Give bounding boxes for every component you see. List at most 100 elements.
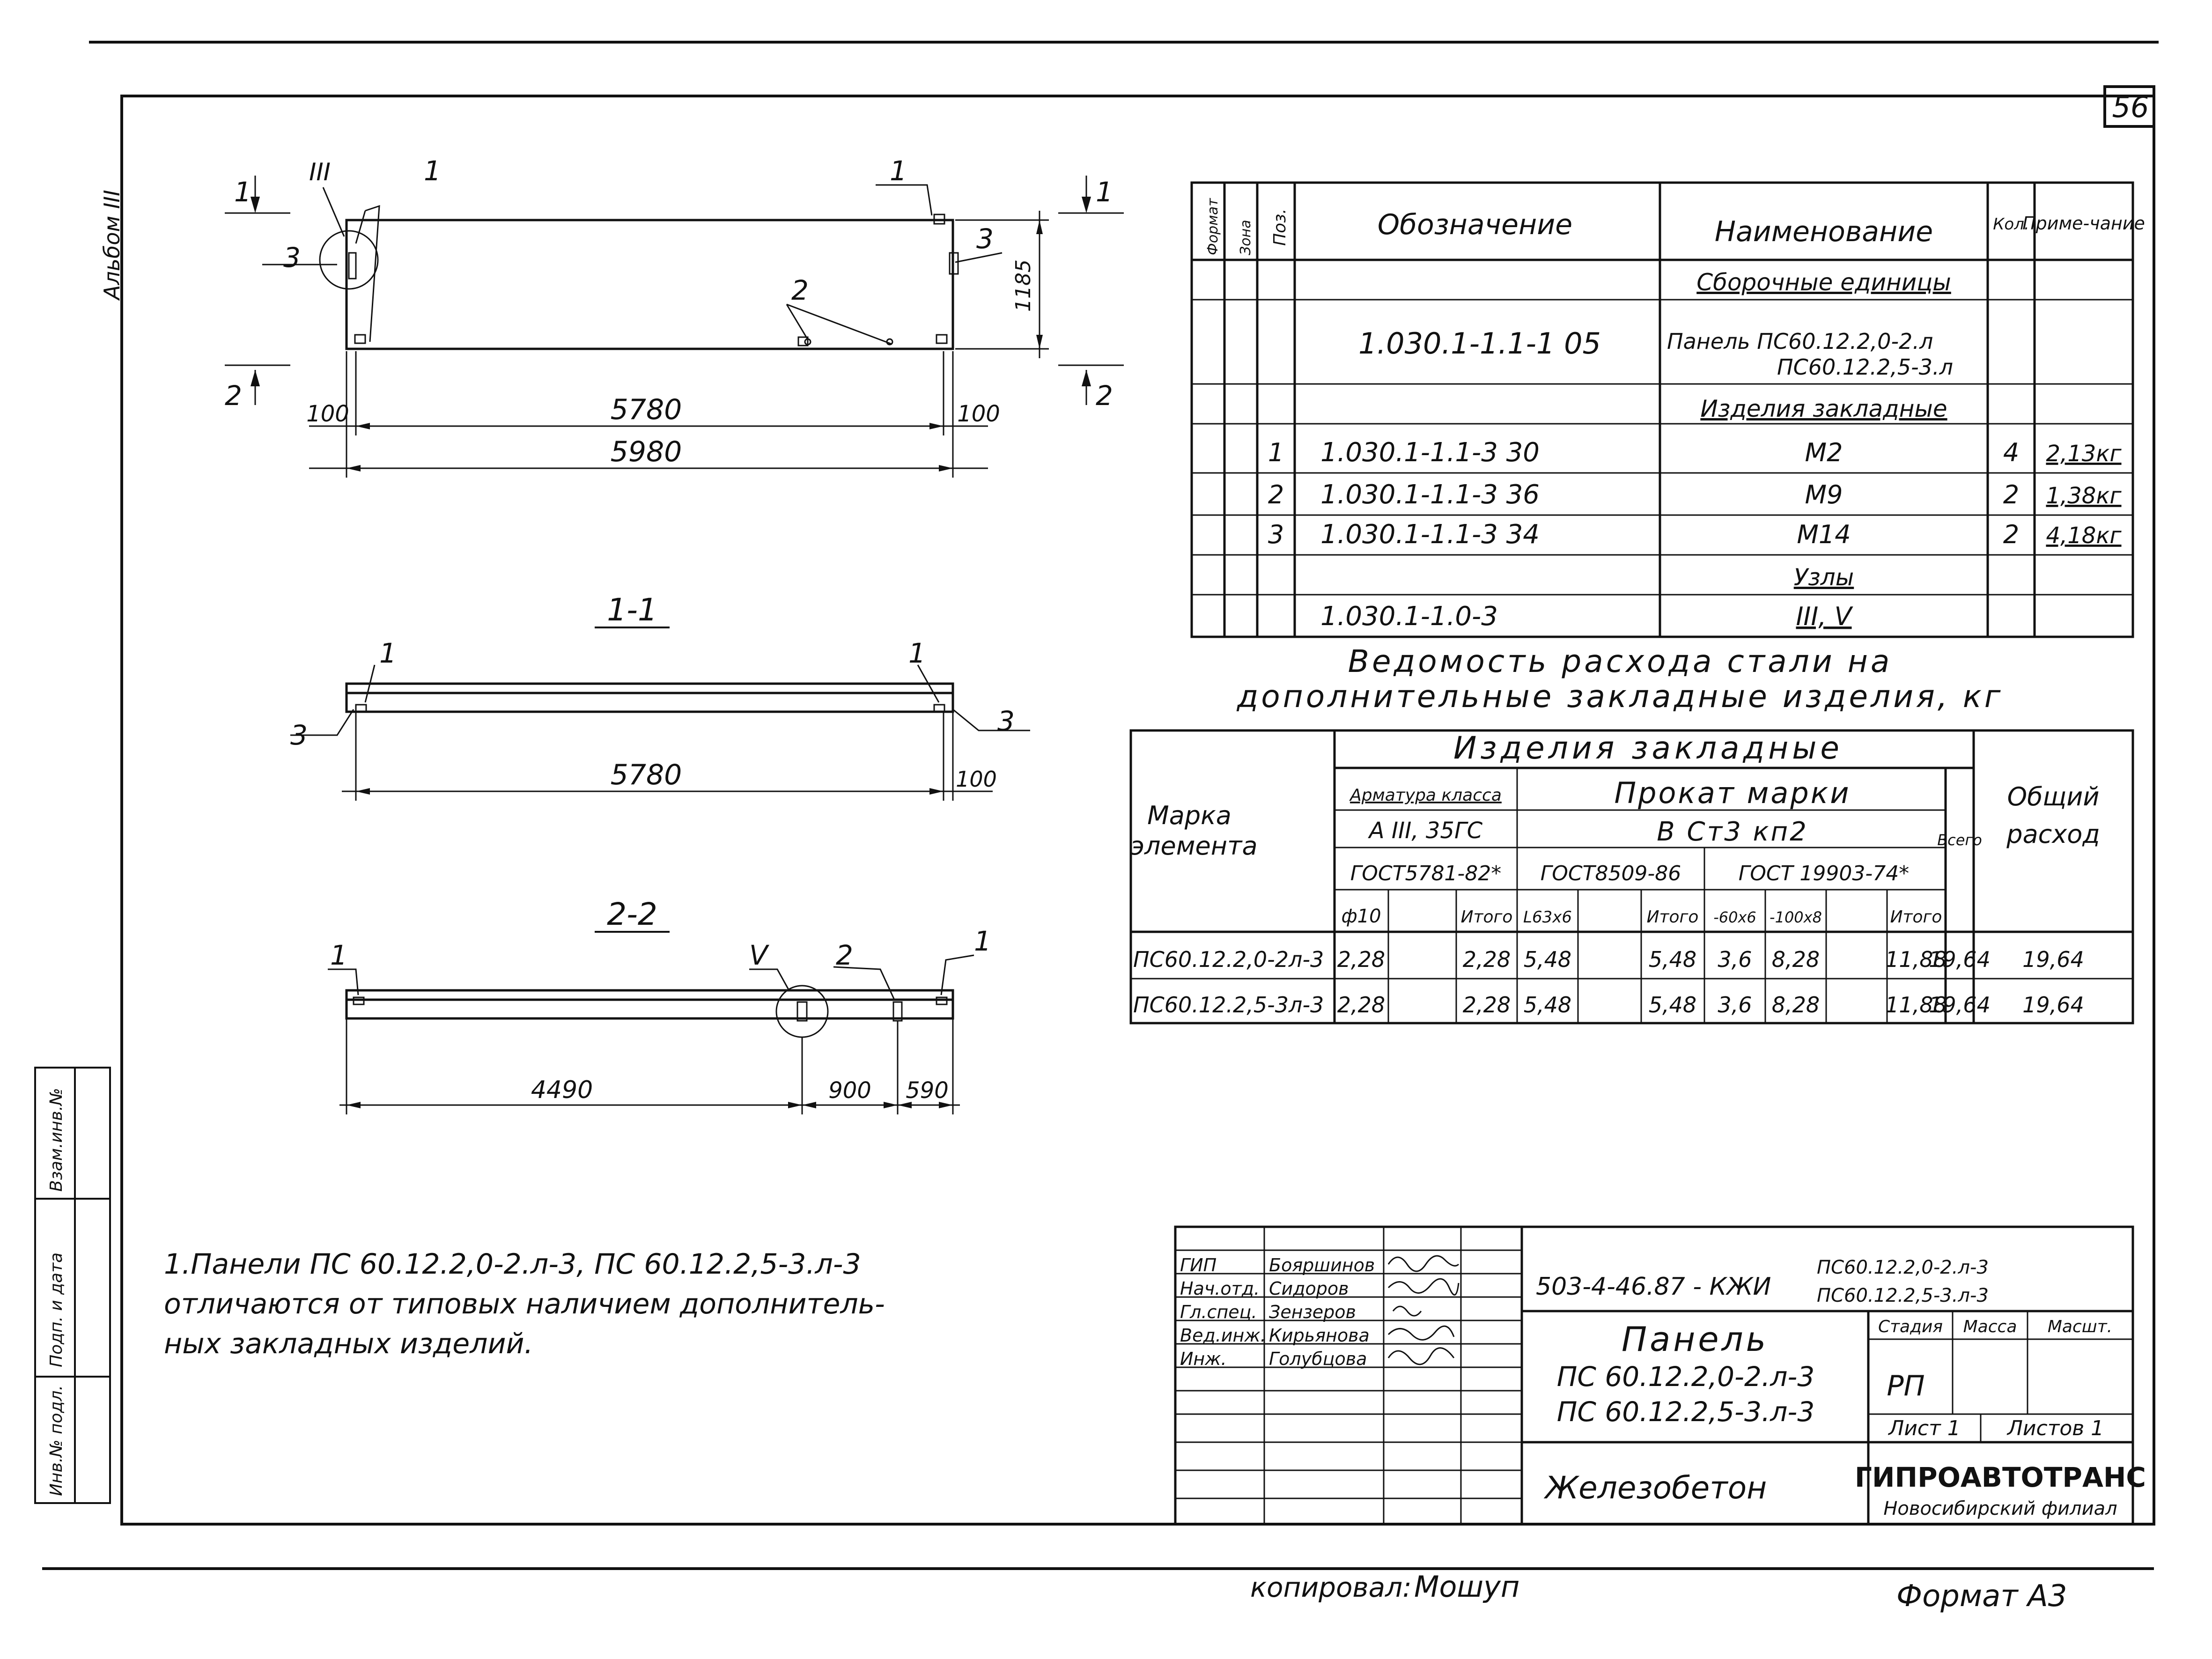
steel-subheader: Итого (1461, 907, 1513, 927)
title-name: Кирьянова (1269, 1325, 1370, 1346)
steel-row-value: 11,88 (1885, 992, 1947, 1018)
sheet-frame (42, 41, 2159, 1570)
section-2-dim-a: 4490 (531, 1076, 593, 1104)
steel-header-mark: Марка (1147, 801, 1231, 830)
spec-header-note: Приме-чание (2022, 213, 2145, 234)
steel-row-value: 2,28 (1463, 947, 1511, 972)
steel-row-value: 8,28 (1772, 992, 1820, 1018)
section-2-dim-c: 590 (906, 1077, 949, 1104)
steel-row-value: 11,88 (1885, 947, 1947, 972)
steel-row-value: 5,48 (1649, 992, 1696, 1018)
spec-header-pos: Поз. (1270, 208, 1290, 246)
steel-subheader: Итого (1647, 907, 1699, 927)
plan-callout-3b: 3 (976, 223, 994, 255)
spec-row-pos: 2 (1268, 480, 1284, 509)
spec-row-pos: 3 (1268, 520, 1284, 549)
section-1-callout-1b: 1 (908, 637, 926, 669)
title-material: Железобетон (1543, 1470, 1767, 1506)
title-code: 503-4-46.87 - КЖИ (1536, 1273, 1771, 1301)
plan-dim-left: 100 (306, 401, 349, 427)
title-org-sub: Новосибирский филиал (1883, 1498, 2117, 1519)
spec-table: Формат Зона Поз. Обозначение Наименовани… (1190, 181, 2145, 638)
title-stage-value: РП (1887, 1370, 1924, 1402)
plan-view: 100 5780 100 5980 1185 1 1 2 3 3 III 1 2… (225, 155, 1124, 478)
title-role: Нач.отд. (1180, 1278, 1260, 1299)
section-2-callout-1a: 1 (330, 939, 347, 971)
steel-row-value: 3,6 (1718, 992, 1752, 1018)
spec-row-designation: 1.030.1-1.1-3 36 (1320, 479, 1540, 510)
title-name: Бояршинов (1269, 1255, 1375, 1276)
note-block: 1.Панели ПС 60.12.2,0-2.л-3, ПС 60.12.2,… (164, 1248, 885, 1360)
spec-row-designation: 1.030.1-1.1-3 34 (1320, 519, 1540, 550)
title-name: Зензеров (1269, 1302, 1356, 1322)
steel-subheader: Итого (1890, 907, 1942, 927)
title-sheet-label: Лист 1 (1888, 1416, 1960, 1440)
plan-callout-3a: 3 (283, 242, 301, 273)
steel-row-value: 19,64 (1929, 992, 1991, 1018)
plan-callout-1a: 1 (424, 155, 441, 187)
steel-rows: ПС60.12.2,0-2л-3 2,28 2,28 5,48 5,48 3,6 8,28 1… (1133, 947, 2084, 1018)
spec-row-name: Изделия закладные (1700, 395, 1947, 422)
steel-row-value: 2,28 (1337, 992, 1385, 1018)
spec-row-name: Узлы (1794, 564, 1854, 591)
spec-row-qty: 2 (2003, 520, 2019, 549)
spec-row-name: М14 (1797, 520, 1851, 549)
spec-row-name: Сборочные единицы (1696, 269, 1951, 296)
title-mass-label: Масса (1963, 1317, 2017, 1336)
spec-row-pos: 1 (1268, 438, 1284, 467)
steel-header-overall: Общий (2007, 782, 2100, 811)
title-name: Голубцова (1269, 1349, 1367, 1369)
steel-table-title-1: Ведомость расхода стали на (1348, 643, 1893, 679)
section-2-callout-2: 2 (836, 939, 853, 971)
page-number: 56 (2112, 90, 2149, 124)
album-stamp: Альбом III (99, 190, 125, 301)
spec-header-name: Наименование (1715, 215, 1933, 248)
title-role: Гл.спец. (1180, 1302, 1257, 1322)
section-mark-2-left: 2 (225, 380, 242, 412)
spec-row-name: М2 (1805, 438, 1843, 467)
steel-header-rolled-grade: В Ст3 кп2 (1657, 817, 1808, 847)
side-stamp-inv: Инв.№ подл. (47, 1385, 66, 1496)
steel-header-rolled-gost1: ГОСТ8509-86 (1541, 862, 1681, 885)
spec-row-note: 4,18кг (2046, 523, 2122, 549)
section-1-dim-length: 5780 (611, 759, 682, 791)
steel-header-group: Изделия закладные (1453, 730, 1843, 766)
section-2-title: 2-2 (607, 896, 657, 932)
section-1-callout-1a: 1 (379, 637, 397, 669)
steel-header-rolled-gost2: ГОСТ 19903-74* (1739, 862, 1910, 885)
steel-row-mark: ПС60.12.2,0-2л-3 (1133, 947, 1324, 972)
steel-row-value: 5,48 (1524, 992, 1571, 1018)
note-line-1: 1.Панели ПС 60.12.2,0-2.л-3, ПС 60.12.2,… (164, 1248, 861, 1281)
plan-dim-height: 1185 (1011, 259, 1035, 312)
signatures (1387, 1255, 1460, 1365)
section-2-2: 2-2 1 (328, 896, 991, 1114)
steel-row-value: 3,6 (1718, 947, 1752, 972)
title-role: Вед.инж. (1180, 1325, 1266, 1346)
plan-callout-1b: 1 (890, 155, 907, 187)
steel-subheader: L63x6 (1523, 908, 1572, 927)
steel-row-value: 5,48 (1649, 947, 1696, 972)
steel-row-mark: ПС60.12.2,5-3л-3 (1133, 992, 1324, 1018)
plan-node-III: III (309, 158, 331, 186)
steel-header-rebar-class: Арматура класса (1349, 786, 1502, 805)
title-sheets-label: Листов 1 (2006, 1416, 2104, 1440)
spec-row-name: Панель ПС60.12.2,0-2.л (1667, 329, 1933, 354)
spec-row-note: 2,13кг (2046, 441, 2122, 467)
section-mark-1-right: 1 (1096, 176, 1113, 208)
steel-row-value: 19,64 (2022, 947, 2084, 972)
steel-header-total: Всего (1937, 831, 1982, 849)
steel-row-value: 8,28 (1772, 947, 1820, 972)
note-line-2: отличаются от типовых наличием дополните… (164, 1288, 885, 1320)
steel-row-value: 2,28 (1337, 947, 1385, 972)
steel-row-value: 19,64 (2022, 992, 2084, 1018)
section-2-dim-b: 900 (828, 1077, 871, 1104)
title-scale-label: Масшт. (2048, 1317, 2112, 1336)
steel-row-value: 2,28 (1463, 992, 1511, 1018)
side-stamp-replace: Взам.инв.№ (47, 1088, 66, 1192)
spec-header-format: Формат (1205, 198, 1221, 255)
section-1-callout-3a: 3 (290, 719, 308, 751)
section-1-dim-right: 100 (956, 767, 997, 792)
spec-row-name-2: ПС60.12.2,5-3.л (1777, 354, 1953, 380)
spec-row-designation: 1.030.1-1.1-3 30 (1320, 437, 1540, 468)
spec-row-designation: 1.030.1-1.1-1 05 (1358, 326, 1601, 361)
